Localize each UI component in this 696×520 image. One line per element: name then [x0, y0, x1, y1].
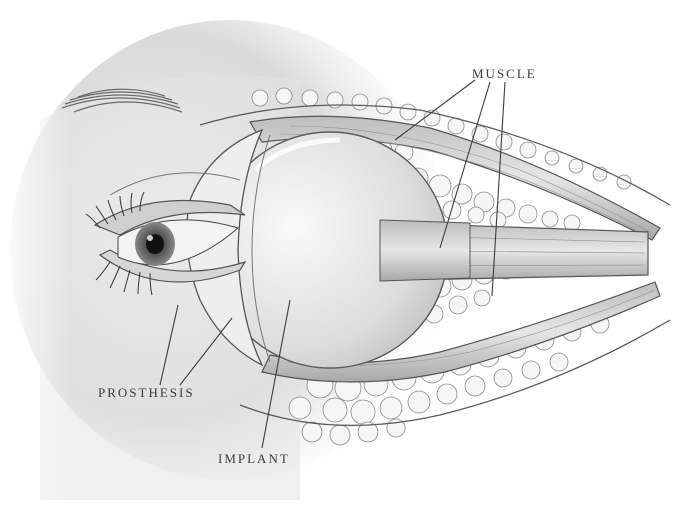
implant-label: IMPLANT — [218, 451, 290, 467]
muscle-label: MUSCLE — [472, 66, 537, 82]
prosthesis-label: PROSTHESIS — [98, 385, 195, 401]
optic-nerve-front — [380, 220, 470, 281]
